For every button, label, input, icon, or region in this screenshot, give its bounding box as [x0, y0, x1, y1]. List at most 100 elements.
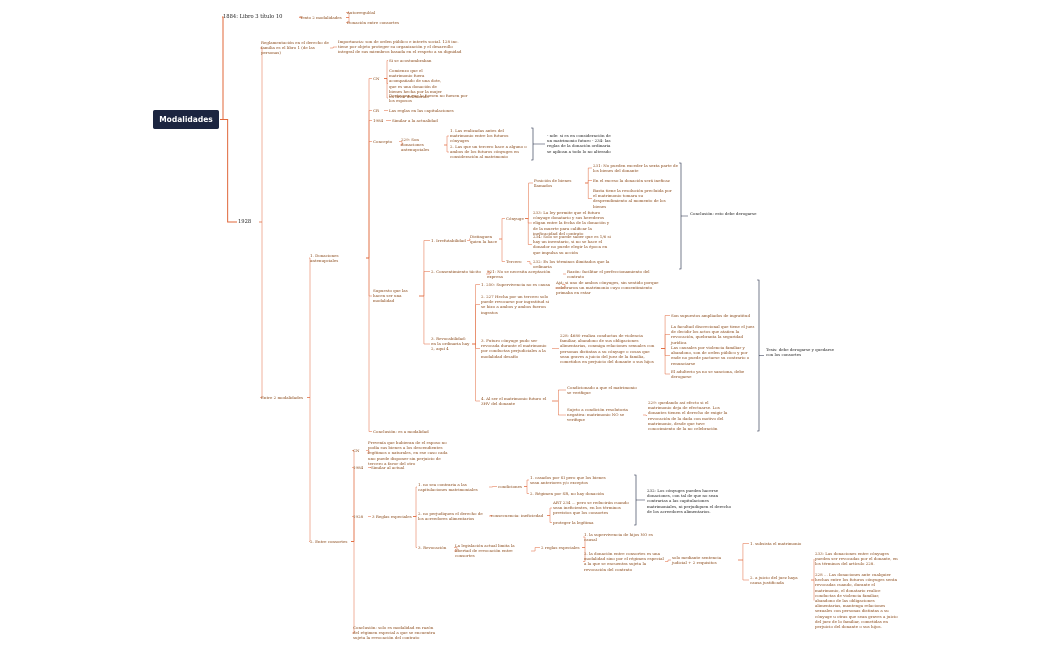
node-r4-c[interactable]: 229: quedando así efecto si el matrimoni… [648, 400, 728, 432]
node-232[interactable]: 232: Es los términos ilimitados que la o… [533, 259, 610, 270]
node-regla-2-b[interactable]: proteger la legítima [553, 520, 594, 525]
node-r1-a[interactable]: Ajá: si uno de ambos cónyuges, sin senti… [556, 280, 659, 296]
node-conyuge[interactable]: Cónyuge [506, 216, 524, 221]
node-r3[interactable]: 3. Futuro cónyuge pudo ser revocada dura… [481, 338, 547, 359]
node-revocabilidad[interactable]: 3. Revocabilidad: en la ordinaria hay 2,… [431, 336, 470, 352]
node-1928[interactable]: 1928 [238, 219, 252, 225]
link-root-n1928 [220, 119, 237, 223]
node-regla-3-a[interactable]: La legislación actual limita la libertad… [455, 543, 515, 559]
node-posicion-bienes[interactable]: Posición de bienes llamados [534, 178, 572, 189]
link-r3_a-r3_b2 [661, 334, 670, 349]
node-r4[interactable]: 4. Al ser el matrimonio futuro el 3HV de… [481, 396, 547, 407]
link-reglas-reg3 [413, 516, 417, 548]
node-donaciones-antenupciales[interactable]: 1. Donaciones antenupciales [310, 253, 339, 264]
node-reglamentacion-texto[interactable]: Importancia: son de orden público e inte… [338, 39, 462, 55]
link-reg3_b2_a-req1 [738, 543, 749, 561]
node-regla-3[interactable]: 3. Revocación [418, 545, 447, 550]
node-cr[interactable]: CR [373, 108, 380, 113]
node-1884-donacion[interactable]: Donación entre consortes [347, 20, 400, 25]
node-exceso[interactable]: En el exceso la donación será ineficaz [593, 178, 670, 183]
node-consentimiento-razon[interactable]: Razón: facilitar el perfeccionamiento de… [567, 269, 650, 280]
node-229[interactable]: 229: Son donaciones antenupciales [401, 137, 430, 153]
node-tercero[interactable]: Tercero [506, 259, 522, 264]
node-ec-cn-a[interactable]: Prevenía que hubieran de el esposo no po… [368, 440, 448, 466]
node-r3-b1[interactable]: Son supuestos ampliados de ingratitud [671, 313, 751, 318]
node-ec-1928[interactable]: 1928 [353, 514, 364, 519]
node-reglas[interactable]: 3 Reglas especiales [372, 514, 412, 519]
node-basta[interactable]: Basta tiene la resolución precluida por … [593, 188, 672, 209]
node-requisito-1[interactable]: 1. subsista el matrimonio [750, 541, 802, 546]
node-1984-a[interactable]: Similar a la actualidad [392, 118, 438, 123]
node-irrevocabilidad[interactable]: 1. Irrefutabilidad [431, 238, 466, 243]
node-regla-1-c1[interactable]: 1. casados por SI pero que los bienes se… [530, 475, 606, 486]
node-conclusion-1[interactable]: Conclusión: es a modalidad [373, 429, 429, 434]
node-requisito-2-b[interactable]: 228 ... Las donaciones ante cualquier he… [815, 572, 898, 630]
link-revoc-r1 [472, 284, 480, 345]
node-229-2[interactable]: 2. Las que un tercero hace a alguno o am… [450, 144, 527, 160]
node-ec-1984[interactable]: 1984 [353, 465, 364, 470]
node-distinguen[interactable]: Distinguen quien la hace [470, 234, 498, 245]
node-1984[interactable]: 1984 [373, 118, 384, 123]
node-r3-b3[interactable]: Las causales por violencia familiar y ab… [671, 345, 750, 366]
link-reg3_b2_a-req2 [738, 559, 749, 581]
node-regla-3-b2[interactable]: 2. la donación entre consortes es una mo… [584, 551, 664, 572]
node-regla-1[interactable]: 1. no sea contraria a las capitulaciones… [418, 482, 478, 493]
node-entre-2-modalidades[interactable]: Entre 2 modalidades [261, 395, 304, 400]
node-conclusion-2[interactable]: Conclusión: solo es modalidad en razón d… [353, 625, 436, 641]
link-root-n1884 [220, 16, 224, 120]
root-node[interactable]: Modalidades [153, 110, 219, 129]
node-regla-3-b[interactable]: 2 reglas especiales [541, 545, 580, 550]
node-229-note[interactable]: - nde: si es en consideración de un matr… [547, 133, 611, 154]
link-entre2-don_ante [307, 257, 311, 398]
node-r3-a[interactable]: 228: 4680 realiza conductas de violencia… [560, 333, 655, 365]
node-cn-c[interactable]: Destruyen que lo fuesen no fuesen por lo… [389, 93, 468, 104]
node-233[interactable]: 233: La ley permite que el futuro cónyug… [533, 210, 610, 236]
node-regla-3-b2-a[interactable]: solo mediante sentencia judicial + 2 req… [672, 555, 722, 566]
node-cn-b[interactable]: Comienzo que el matrimonio fuera acompañ… [389, 68, 442, 100]
node-r2[interactable]: 2. 227 Hecha por un tercero solo puede r… [481, 294, 549, 315]
summary-bracket [679, 162, 685, 270]
link-revoc-r2 [472, 304, 480, 345]
node-cr-a[interactable]: Las reglas en las capitulaciones [389, 108, 454, 113]
node-cn[interactable]: CN [373, 76, 380, 81]
node-234[interactable]: 234: Solo se puede saber que es 1/6 si h… [533, 234, 611, 255]
link-r3_a-r3_b3 [661, 348, 670, 356]
node-regla-1-condiciones[interactable]: condiciones [498, 484, 522, 489]
node-regla-2[interactable]: 2. no perjudiquen el derecho de los acre… [418, 511, 483, 522]
node-consentimiento[interactable]: 2. Consentimiento tácito [431, 269, 481, 274]
node-1884[interactable]: 1884: Libro 3 título 10 [223, 14, 283, 20]
node-regla-2-nota[interactable]: 232: Los cónyuges pueden hacerse donacio… [647, 488, 731, 514]
node-conclusion-derogarse[interactable]: Conclusión: esto debe derogarse [690, 211, 757, 216]
node-consentimiento-221[interactable]: 221: No se necesita aceptación expresa [487, 269, 551, 280]
node-r3-b2[interactable]: La facultad discrecional que tiene el ju… [671, 324, 755, 345]
node-cn-a[interactable]: Si se acostumbraban [389, 58, 432, 63]
summary-bracket [757, 279, 763, 432]
node-ec-cn[interactable]: CN [353, 448, 360, 453]
node-reglamentacion[interactable]: Reglamentación en el derecho de familia … [261, 40, 329, 56]
node-regla-1-c2[interactable]: 2. Régimen por SR, no hay donación [530, 491, 604, 496]
node-r4-a[interactable]: Condicionado a que el matrimonio se veri… [567, 385, 637, 396]
node-regla-3-b1[interactable]: 1. la supervivencia de hijos NO es causa… [584, 532, 653, 543]
node-supuesto[interactable]: Supuesto que las hacen ser una modalidad [373, 288, 408, 304]
node-r4-b[interactable]: Sujeto a condición resolutoria negativa:… [567, 407, 628, 423]
node-1884-modalidades[interactable]: Texto 2 modalidades [300, 15, 342, 20]
node-r1[interactable]: 1. 250: Supervivencia no es causa [481, 282, 551, 287]
node-entre-consortes[interactable]: 2. Entre consortes [310, 539, 348, 544]
link-entre2-entre_cons [307, 397, 311, 542]
node-229-1[interactable]: 1. Las realizadas antes del matrimonio e… [450, 128, 509, 144]
node-regla-2-a[interactable]: ART 234 ... pero se reducirán cuando sea… [553, 500, 629, 516]
node-1884-autoreg[interactable]: Autorregulóal [347, 10, 376, 15]
node-tesis[interactable]: Tesis: debe derogarse y quedarse con los… [766, 347, 834, 358]
node-concepto[interactable]: Concepto [373, 139, 393, 144]
link-conyuge-c233 [525, 218, 532, 224]
link-distingue-conyuge [499, 218, 505, 240]
link-reglas-reg2 [413, 515, 417, 517]
node-r3-b4[interactable]: El adulterio ya no se sanciona, debe der… [671, 369, 745, 380]
node-requisito-2[interactable]: 2. a juicio del juez haya causa justific… [750, 575, 798, 586]
link-reg1_cond-reg1_c2 [524, 486, 529, 494]
node-231[interactable]: 231: No pueden exceder la sexta parte de… [593, 163, 678, 174]
node-regla-2-consecuencia[interactable]: consecuencia: ineficiedad [491, 513, 544, 518]
node-ec-1984-a[interactable]: Similar al actual [371, 465, 405, 470]
node-requisito-2-a[interactable]: 233: Las donaciones entre cónyuges puede… [815, 551, 898, 567]
